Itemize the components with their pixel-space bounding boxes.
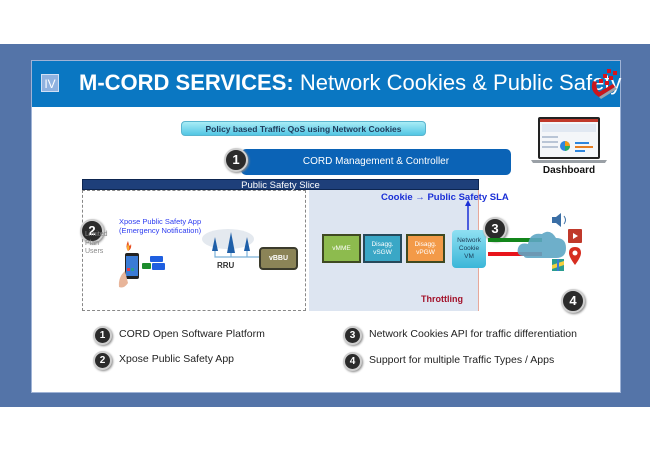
vsgw-box: Disagg.vSGW [363,234,402,263]
phone-app-icon [118,241,165,288]
badge-4: 4 [561,289,585,313]
traffic-links-cloud [488,231,566,258]
title-rest: Network Cookies & Public Safety [293,70,622,95]
title-bar: IV M-CORD SERVICES: Network Cookies & Pu… [32,61,621,107]
slide: IV M-CORD SERVICES: Network Cookies & Pu… [31,60,621,393]
slide-title: M-CORD SERVICES: Network Cookies & Publi… [79,70,621,96]
vmme-box: vMME [322,234,361,263]
sla-arrow-icon [465,200,471,231]
cord-logo-icon [591,69,617,99]
location-pin-icon [569,247,581,265]
badge-1: 1 [224,148,248,172]
legend-item-1: CORD Open Software Platform [119,328,265,340]
rru-towers-icon [202,229,266,258]
users-line-2: Plan [85,239,100,247]
dashboard-laptop-icon [531,117,607,163]
legend-item-3: Network Cookies API for traffic differen… [369,328,577,340]
vpgw-label: Disagg.vPGW [414,241,436,257]
throttling-label: Throttling [421,294,463,304]
vbbu-box: vBBU [259,247,298,270]
xpose-line-2: (Emergency Notification) [119,226,202,235]
cord-controller-box: CORD Management & Controller [241,149,511,175]
section-numeral: IV [41,74,59,92]
legend-badge-1: 1 [93,326,112,345]
users-line-1: Limited [85,231,108,238]
cookie-vm-line-3: VM [464,253,474,260]
dashboard-label: Dashboard [542,165,596,176]
users-line-3: Users [85,248,104,255]
badge-2: 2 [80,219,104,243]
legend-badge-4: 4 [343,352,362,371]
speaker-icon [552,213,561,227]
cookie-vm-line-2: Cookie [458,245,480,252]
vsgw-line-1: Disagg. [371,240,394,248]
legend-item-4: Support for multiple Traffic Types / App… [369,354,555,366]
legend-badge-2: 2 [93,351,112,370]
xpose-app-label: Xpose Public Safety App(Emergency Notifi… [119,217,201,235]
green-link [488,238,542,242]
rru-label: RRU [217,261,235,270]
vpgw-line-1: Disagg. [414,240,437,248]
vpgw-box: Disagg.vPGW [406,234,445,263]
vmme-label: vMME [332,244,351,252]
vpgw-line-2: vPGW [416,248,435,256]
cookie-vm-line-1: Network [457,237,481,244]
vsgw-label: Disagg.vSGW [371,241,393,257]
public-safety-slice-bar: Public Safety Slice [82,179,479,191]
vsgw-line-2: vSGW [373,248,392,256]
cloud-icon [517,231,566,258]
title-bold: M-CORD SERVICES: [79,70,294,95]
app-icons [552,213,582,271]
legend-item-2: Xpose Public Safety App [119,353,234,365]
legend-badge-3: 3 [343,326,362,345]
policy-banner: Policy based Traffic QoS using Network C… [181,121,426,136]
red-link [488,252,542,256]
sla-label: Cookie → Public Safety SLA [381,192,509,203]
xpose-line-1: Xpose Public Safety App [119,217,202,226]
